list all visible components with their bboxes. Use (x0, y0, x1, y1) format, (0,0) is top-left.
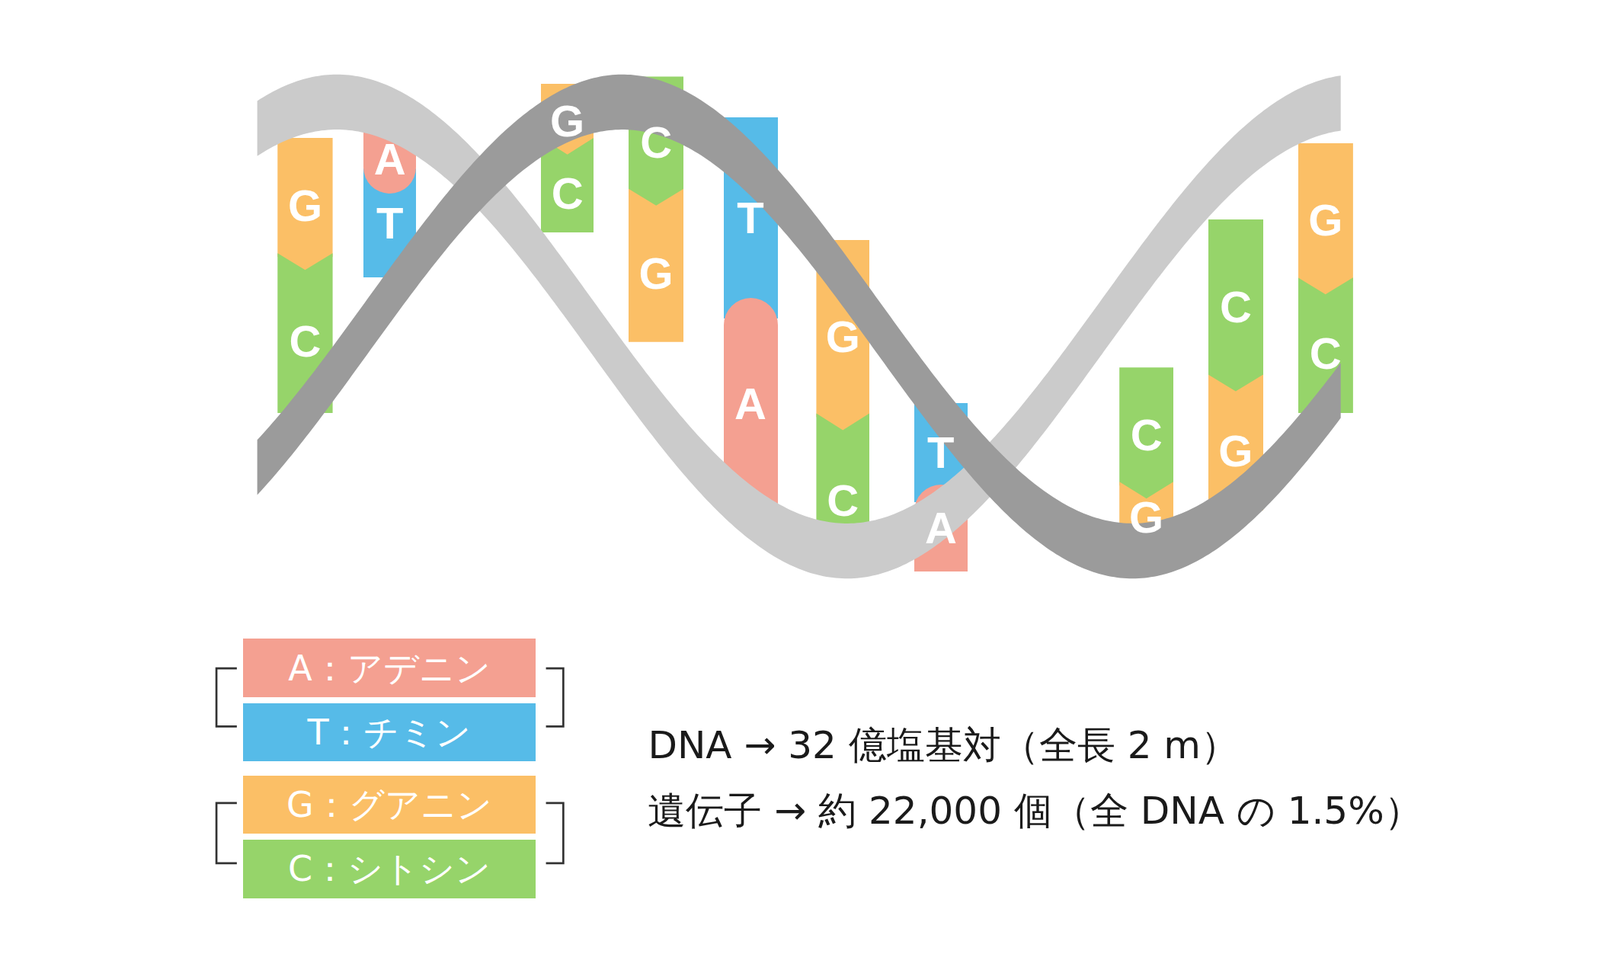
base-letter: C (1130, 412, 1163, 458)
base-letter: C (551, 171, 584, 216)
bracket (546, 668, 564, 727)
legend-text: C：シトシン (288, 851, 491, 887)
base-letter: C (640, 120, 672, 165)
legend-swatch: T：チミン (243, 703, 536, 762)
base-letter: A (734, 381, 767, 426)
note-text: DNA → 32 億塩基対（全長 2 m） (647, 722, 1239, 768)
base-letter: G (288, 183, 323, 228)
legend-text: A：アデニン (288, 650, 490, 686)
base-letter: G (1308, 198, 1343, 243)
note-text: 遺伝子 → 約 22,000 個（全 DNA の 1.5%） (647, 787, 1422, 834)
legend-text: T：チミン (307, 714, 471, 750)
legend-text: G：グアニン (286, 787, 493, 823)
base-bar: G (1298, 143, 1354, 299)
legend-swatch: G：グアニン (243, 775, 536, 834)
base-letter: G (1129, 495, 1164, 540)
base-bar: C (1119, 367, 1174, 503)
backbone-strand (257, 74, 1341, 579)
base-letter: G (1218, 428, 1253, 474)
base-bar: G (277, 137, 333, 274)
base-letter: T (376, 201, 404, 246)
base-letter: T (736, 195, 764, 240)
base-letter: C (1219, 284, 1252, 330)
base-bar: C (1208, 219, 1264, 395)
base-letter: G (825, 314, 861, 359)
base-letter: C (1309, 331, 1342, 376)
bracket (546, 803, 564, 864)
base-letter: A (374, 137, 407, 182)
base-letter: T (927, 430, 954, 475)
backbone-strand (257, 74, 1341, 579)
base-letter: A (924, 505, 957, 551)
base-letter: G (550, 99, 585, 144)
bracket (216, 803, 237, 864)
bracket (216, 668, 237, 727)
base-bar: G (628, 188, 684, 343)
pair-brackets (216, 668, 564, 864)
helix-strands (257, 74, 1341, 579)
legend-swatch: C：シトシン (243, 839, 536, 898)
base-letter: G (639, 251, 674, 296)
base-letter: C (826, 478, 859, 523)
legend-swatch: A：アデニン (243, 638, 536, 697)
base-letter: C (288, 319, 321, 364)
